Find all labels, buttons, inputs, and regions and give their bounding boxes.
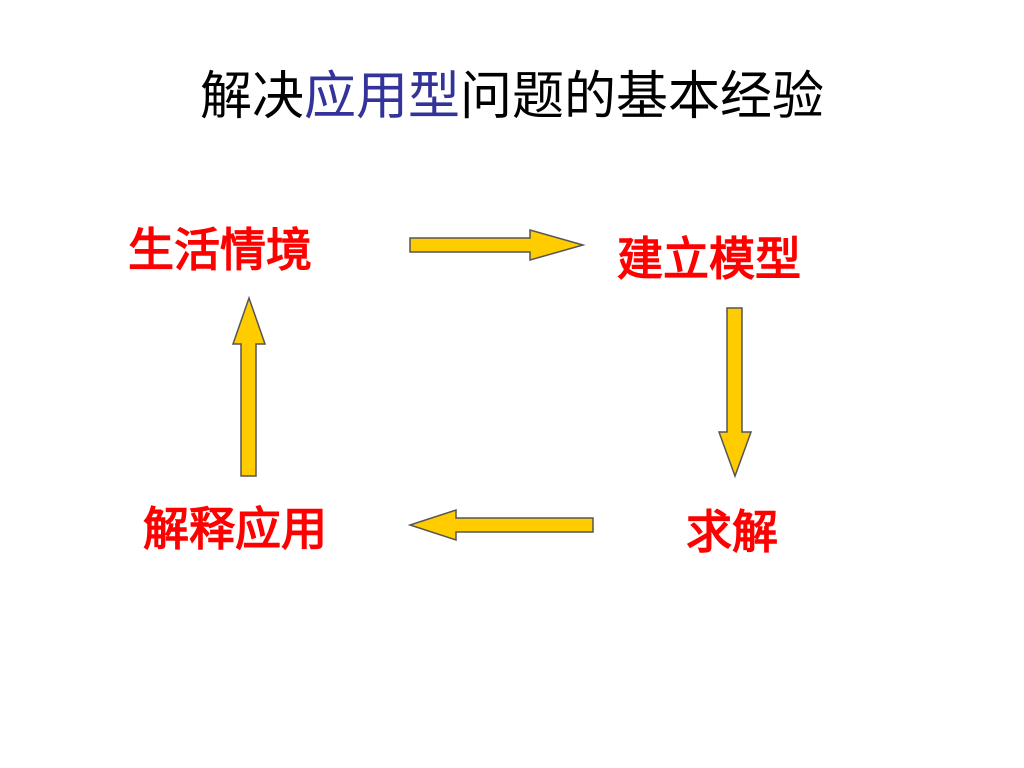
node-interpret-apply: 解释应用 <box>143 502 327 556</box>
arrow-up-icon <box>231 295 267 477</box>
arrow-right-icon <box>409 229 586 261</box>
title-highlight: 应用型 <box>303 67 460 127</box>
arrow-down-icon <box>717 307 753 479</box>
node-solve: 求解 <box>686 505 778 559</box>
node-build-model: 建立模型 <box>617 232 801 286</box>
node-life-situation: 生活情境 <box>128 223 312 277</box>
title-suffix: 问题的基本经验 <box>460 67 825 127</box>
title-prefix: 解决 <box>199 67 304 127</box>
arrow-left-icon <box>407 508 594 542</box>
slide-title: 解决应用型问题的基本经验 <box>0 62 1024 132</box>
